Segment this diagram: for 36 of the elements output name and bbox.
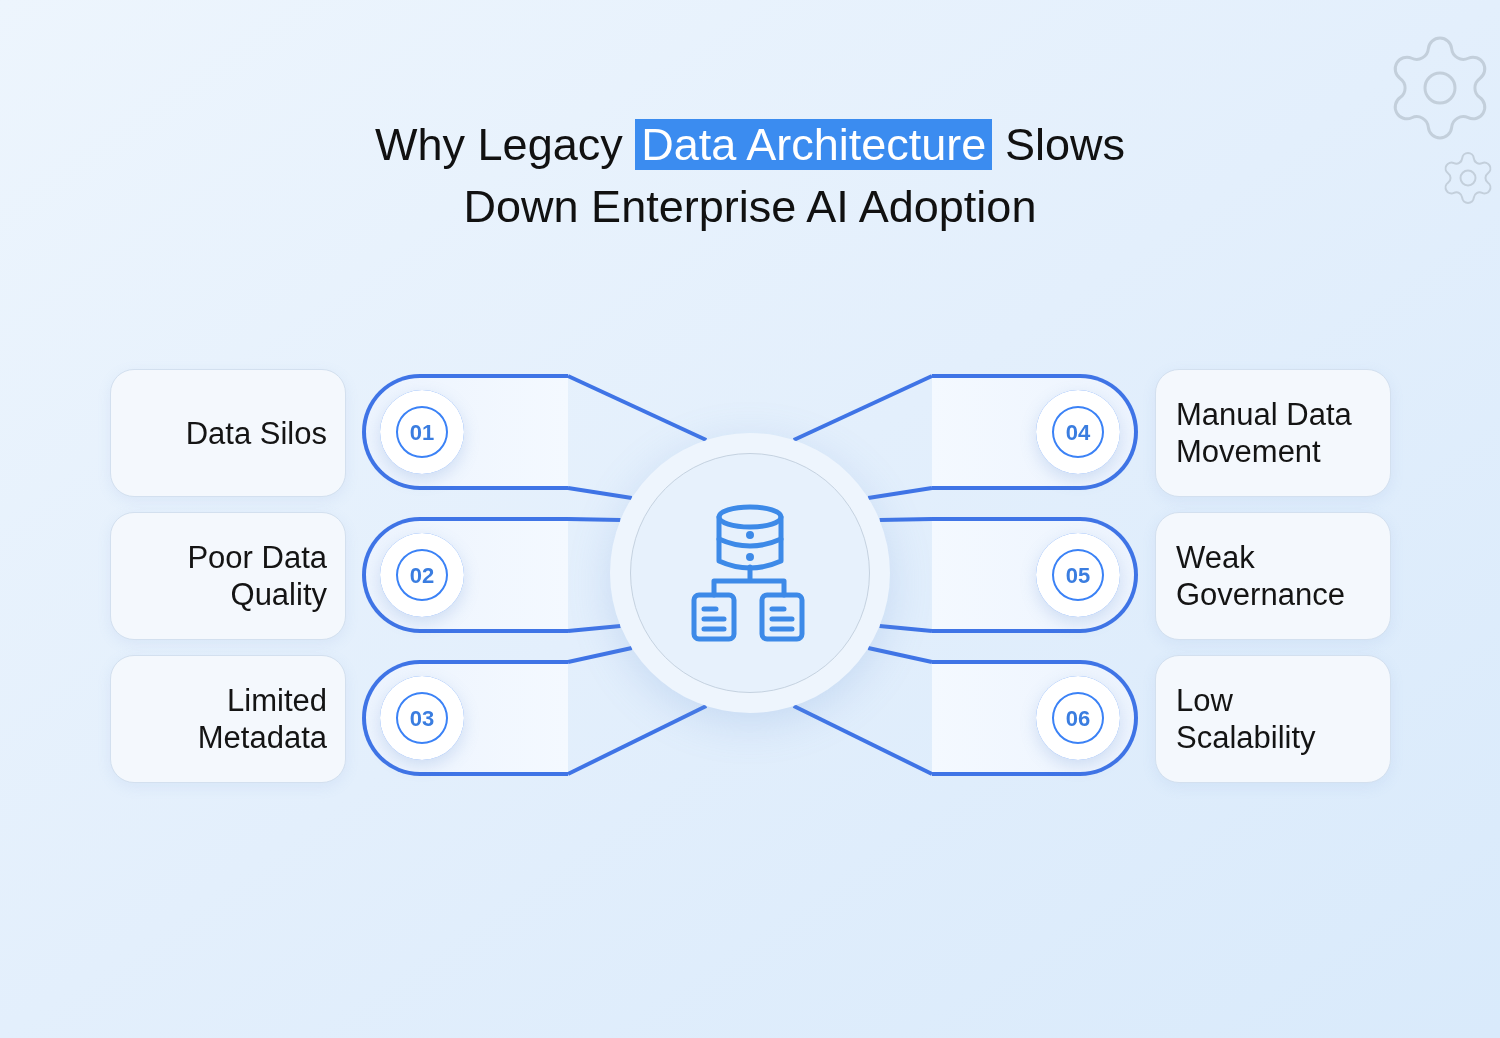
connector-line [879, 624, 933, 633]
number-capsule [362, 660, 568, 776]
connector-line [792, 374, 933, 442]
label-card [1155, 369, 1391, 497]
label-card [110, 512, 346, 640]
number-capsule [362, 517, 568, 633]
connector-line [792, 704, 933, 776]
connector-line [567, 704, 708, 776]
connector-line [567, 374, 708, 442]
card-text: Low Scalability [1176, 682, 1317, 756]
label-card [110, 655, 346, 783]
label-card [110, 369, 346, 497]
number-capsule [932, 374, 1138, 490]
number-capsule [932, 660, 1138, 776]
label-card [1155, 655, 1391, 783]
connector-line [879, 517, 933, 522]
number-badge: 04 [1036, 390, 1120, 474]
title: Why Legacy Data Architecture Slows Down Enterprise AI Adoption [374, 118, 1126, 234]
label-card [1155, 512, 1391, 640]
number-badge: 01 [380, 390, 464, 474]
connector-line [867, 646, 933, 664]
number-capsule [932, 517, 1138, 633]
card-text: Poor Data Quality [186, 539, 327, 613]
number-badge: 03 [380, 676, 464, 760]
number-capsule [362, 374, 568, 490]
connector-line [567, 646, 633, 664]
number-badge: 02 [380, 533, 464, 617]
connector-line [867, 486, 933, 500]
card-text: Weak Governance [1176, 539, 1346, 613]
connector-line [567, 624, 621, 633]
connector-line [567, 517, 621, 522]
number-badge: 05 [1036, 533, 1120, 617]
card-text: Manual Data Movement [1176, 396, 1353, 470]
card-text: Limited Metadata [196, 682, 327, 756]
card-text: Data Silos [185, 414, 327, 452]
number-badge: 06 [1036, 676, 1120, 760]
